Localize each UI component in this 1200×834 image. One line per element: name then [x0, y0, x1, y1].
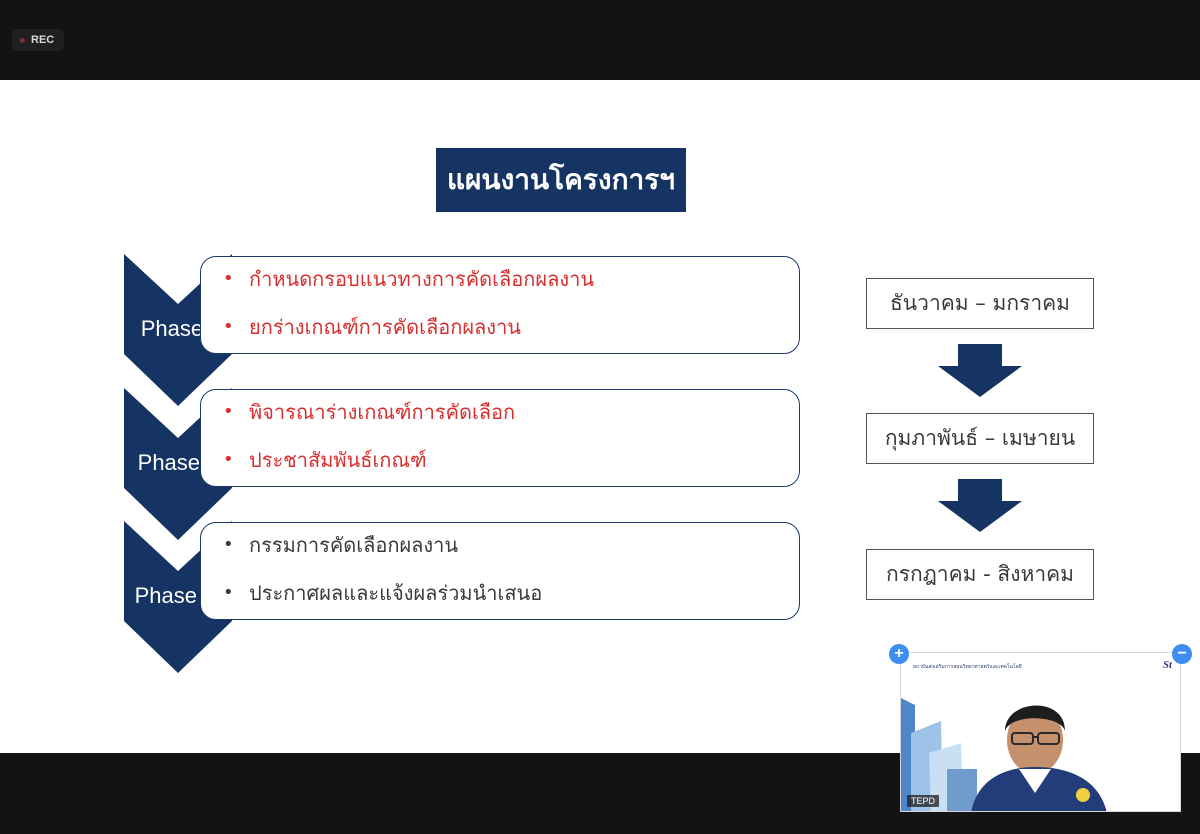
shared-slide: แผนงานโครงการฯ Phase I กำหนดกรอบแนวทางกา… [0, 80, 1200, 753]
record-dot-icon [20, 37, 25, 43]
zoom-out-button[interactable]: − [1172, 644, 1192, 664]
phase-1-bullet-2: ยกร่างเกณฑ์การคัดเลือกผลงาน [223, 315, 799, 339]
rec-label: REC [31, 34, 55, 46]
phase-2-bullet-1: พิจารณาร่างเกณฑ์การคัดเลือก [223, 400, 799, 424]
down-arrow-icon [938, 479, 1022, 532]
zoom-in-button[interactable]: + [889, 644, 909, 664]
video-header-text: สถาบันส่งเสริมการสอนวิทยาศาสตร์และเทคโนโ… [913, 664, 1022, 670]
phase-1-box: กำหนดกรอบแนวทางการคัดเลือกผลงาน ยกร่างเก… [200, 256, 800, 354]
timeline-period-2: กุมภาพันธ์ – เมษายน [866, 413, 1094, 464]
phase-2-bullet-2: ประชาสัมพันธ์เกณฑ์ [223, 448, 799, 472]
phase-3-bullet-2: ประกาศผลและแจ้งผลร่วมนำเสนอ [223, 581, 799, 605]
speaker-video [901, 698, 1107, 811]
slide-title: แผนงานโครงการฯ [436, 148, 686, 212]
phase-3-box: กรรมการคัดเลือกผลงาน ประกาศผลและแจ้งผลร่… [200, 522, 800, 620]
phase-3-bullet-1: กรรมการคัดเลือกผลงาน [223, 533, 799, 557]
phase-2-box: พิจารณาร่างเกณฑ์การคัดเลือก ประชาสัมพันธ… [200, 389, 800, 487]
institute-logo: St [1162, 659, 1172, 671]
timeline-period-3: กรกฎาคม - สิงหาคม [866, 549, 1094, 600]
timeline-period-1: ธันวาคม – มกราคม [866, 278, 1094, 329]
participant-video-tile[interactable]: สถาบันส่งเสริมการสอนวิทยาศาสตร์และเทคโนโ… [900, 652, 1181, 812]
participant-name: TEPD [907, 795, 940, 807]
phase-1-bullet-1: กำหนดกรอบแนวทางการคัดเลือกผลงาน [223, 267, 799, 291]
top-bar: REC [0, 0, 1200, 80]
down-arrow-icon [938, 344, 1022, 397]
recording-indicator: REC [12, 29, 65, 51]
